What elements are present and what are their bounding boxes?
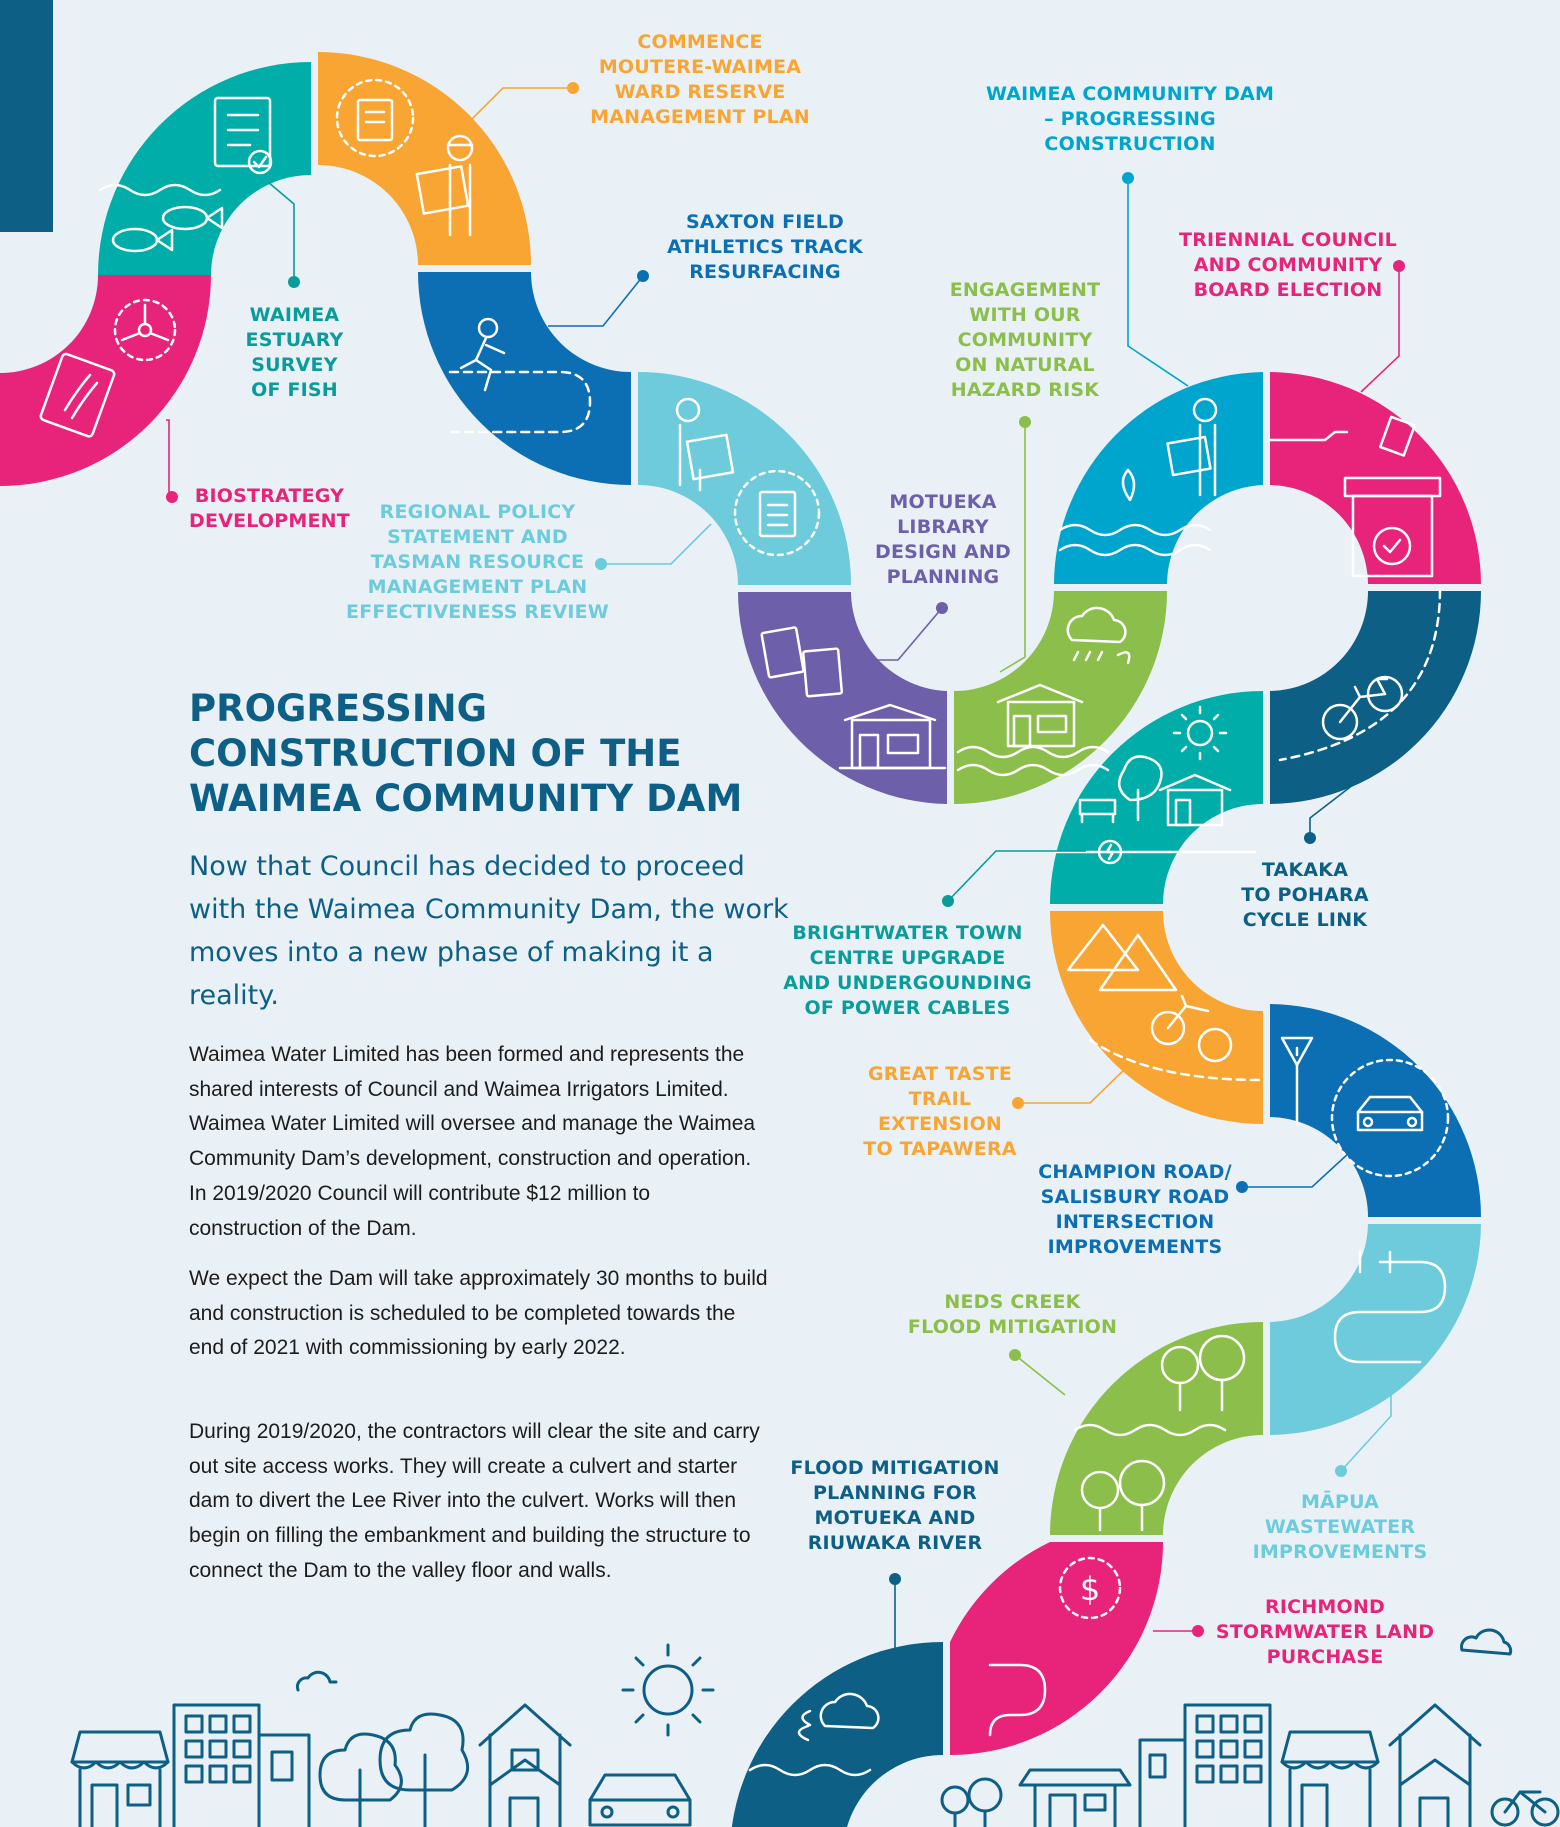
label-policy: REGIONAL POLICY STATEMENT AND TASMAN RES…	[346, 501, 609, 623]
label-flood: FLOOD MITIGATION PLANNING FOR MOTUEKA AN…	[790, 1457, 1000, 1554]
paragraph-1: Waimea Water Limited has been formed and…	[189, 1043, 756, 1240]
svg-text:$: $	[1080, 1570, 1100, 1608]
car-outline-icon	[588, 1773, 692, 1827]
label-election: TRIENNIAL COUNCIL AND COMMUNITY BOARD EL…	[1179, 229, 1397, 301]
label-mapua: MĀPUA WASTEWATER IMPROVEMENTS	[1252, 1491, 1428, 1563]
label-estuary: WAIMEA ESTUARY SURVEY OF FISH	[245, 304, 344, 401]
cloud-icon-right	[1460, 1628, 1513, 1656]
label-neds: NEDS CREEK FLOOD MITIGATION	[907, 1291, 1118, 1338]
intro-text: Now that Council has decided to proceed …	[189, 851, 789, 1011]
small-trees-icon	[940, 1777, 1003, 1827]
label-hazard: ENGAGEMENT WITH OUR COMMUNITY ON NATURAL…	[949, 279, 1101, 401]
segment-reserve	[318, 52, 531, 265]
cloud-icon	[295, 1670, 338, 1692]
dollar-icon	[1058, 1556, 1122, 1620]
shop-icon	[70, 1730, 170, 1827]
pipes-icon	[1333, 1250, 1447, 1364]
segment-mapua	[1270, 1224, 1481, 1435]
label-takaka: TAKAKA TO POHARA CYCLE LINK	[1241, 859, 1369, 931]
fish-icon	[98, 183, 224, 253]
sun-icon	[621, 1643, 715, 1737]
segment-champion	[1270, 1004, 1481, 1217]
label-dam: WAIMEA COMMUNITY DAM – PROGRESSING CONST…	[985, 83, 1275, 155]
page-title: PROGRESSING CONSTRUCTION OF THE WAIMEA C…	[189, 687, 743, 820]
label-reserve: COMMENCE MOUTERE-WAIMEA WARD RESERVE MAN…	[590, 31, 810, 128]
paragraph-2: We expect the Dam will take approximatel…	[189, 1267, 768, 1360]
town-centre-icon	[1053, 705, 1257, 865]
segment-flood	[731, 1642, 943, 1827]
ballot-box-icon	[1268, 415, 1442, 578]
shop-right-icon	[1280, 1730, 1380, 1827]
document-icon	[675, 397, 821, 557]
house-icon	[478, 1703, 572, 1827]
pipe-icon	[988, 1663, 1047, 1737]
road-segments	[0, 52, 1481, 1827]
label-champion: CHAMPION ROAD/ SALISBURY ROAD INTERSECTI…	[1038, 1161, 1232, 1258]
label-greattaste: GREAT TASTE TRAIL EXTENSION TO TAPAWERA	[863, 1063, 1017, 1160]
segment-estuary	[98, 62, 311, 275]
segment-dam	[1054, 372, 1263, 584]
label-brightwater: BRIGHTWATER TOWN CENTRE UPGRADE AND UNDE…	[783, 922, 1032, 1019]
dna-book-icon	[39, 298, 177, 438]
bicycle-icon	[1278, 588, 1442, 762]
office-building-icon	[172, 1703, 311, 1827]
segment-library	[738, 592, 947, 804]
town-skyline	[70, 1628, 1560, 1827]
corner-bar	[0, 0, 53, 232]
house-right-icon	[1388, 1703, 1482, 1827]
label-saxton: SAXTON FIELD ATHLETICS TRACK RESURFACING	[667, 211, 863, 283]
worker-plan-icon	[335, 78, 474, 237]
trees-icon	[1073, 1334, 1246, 1532]
segment-neds	[1050, 1322, 1263, 1535]
library-icon	[760, 626, 947, 770]
segment-hazard	[954, 591, 1167, 804]
checklist-icon	[213, 96, 273, 175]
segment-takaka	[1270, 591, 1481, 804]
segment-biostrategy	[0, 275, 211, 486]
label-library: MOTUEKA LIBRARY DESIGN AND PLANNING	[875, 491, 1011, 588]
small-house-icon	[1018, 1768, 1132, 1827]
runner-icon	[448, 317, 592, 434]
dam-worker-icon	[1058, 397, 1218, 557]
storm-house-icon	[956, 606, 1131, 777]
storm-cloud-icon	[748, 1692, 880, 1777]
label-richmond: RICHMOND STORMWATER LAND PURCHASE	[1215, 1596, 1435, 1668]
segment-saxton	[418, 272, 631, 485]
label-biostrategy: BIOSTRATEGY DEVELOPMENT	[189, 485, 350, 532]
tree-icon	[318, 1712, 470, 1827]
paragraph-3: During 2019/2020, the contractors will c…	[189, 1420, 760, 1582]
office-building-right-icon	[1138, 1703, 1272, 1827]
car-icon	[1280, 1036, 1450, 1178]
bike-outline-icon	[1490, 1790, 1560, 1827]
mountain-bike-icon	[1066, 923, 1262, 1082]
